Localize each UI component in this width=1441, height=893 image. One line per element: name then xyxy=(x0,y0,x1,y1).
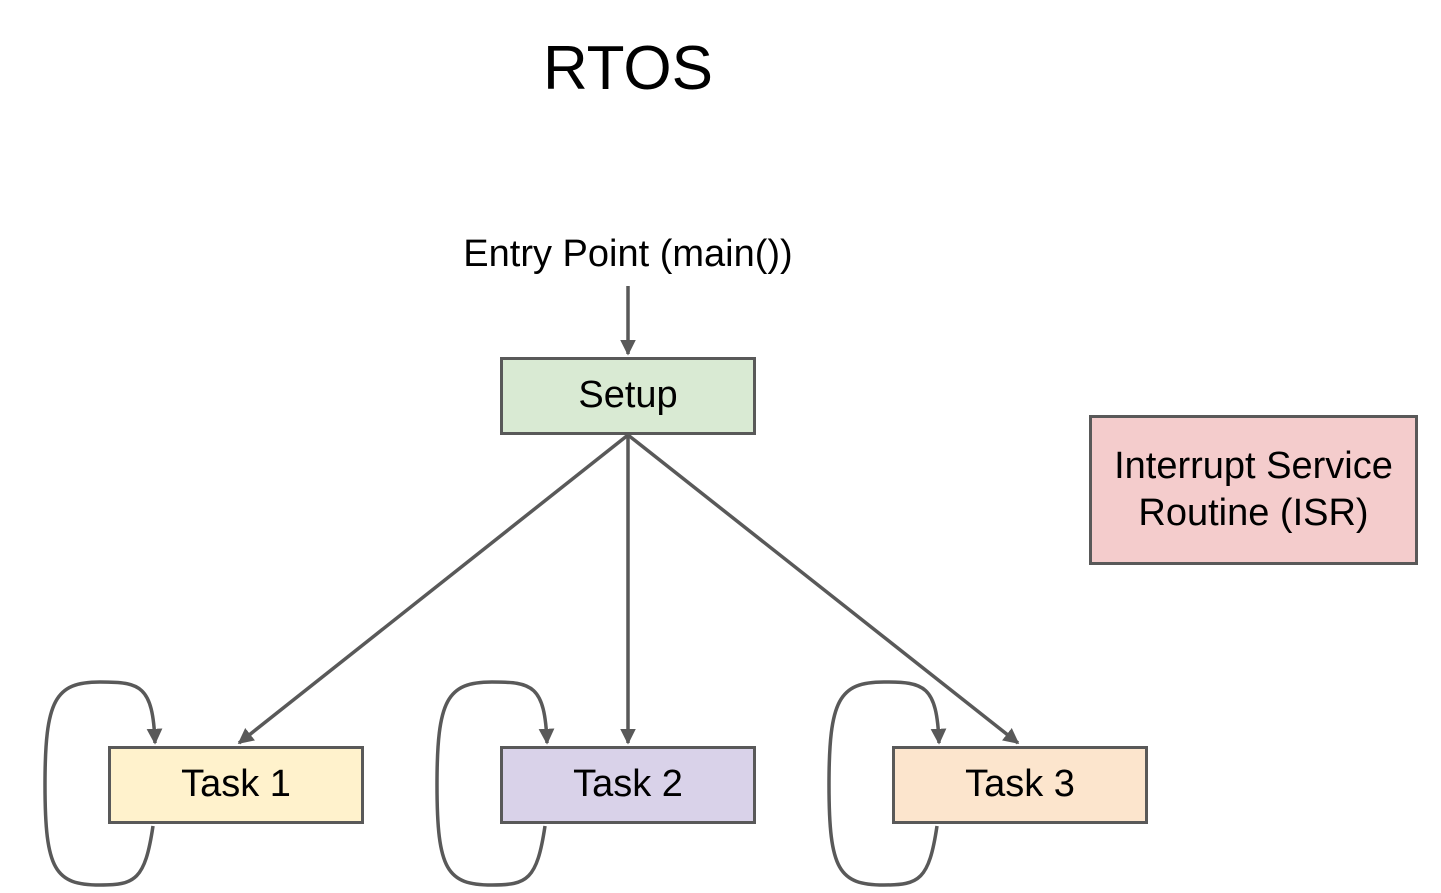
loop-task2 xyxy=(435,680,555,887)
node-isr-label: Interrupt Service Routine (ISR) xyxy=(1114,444,1393,535)
node-task-1: Task 1 xyxy=(108,746,364,824)
edge-setup-to-task1 xyxy=(237,433,630,745)
node-setup-label: Setup xyxy=(578,374,678,417)
node-task-1-label: Task 1 xyxy=(181,763,291,806)
diagram-title: RTOS xyxy=(543,34,713,103)
loop-task1 xyxy=(43,680,163,887)
node-isr: Interrupt Service Routine (ISR) xyxy=(1089,415,1418,565)
edges xyxy=(43,286,1020,887)
node-task-2: Task 2 xyxy=(500,746,756,824)
entry-point-label: Entry Point (main()) xyxy=(463,233,793,275)
node-task-3: Task 3 xyxy=(892,746,1148,824)
node-setup: Setup xyxy=(500,357,756,435)
node-task-3-label: Task 3 xyxy=(965,763,1075,806)
loop-task3 xyxy=(827,680,947,887)
edge-setup-to-task3 xyxy=(626,433,1020,745)
node-task-2-label: Task 2 xyxy=(573,763,683,806)
